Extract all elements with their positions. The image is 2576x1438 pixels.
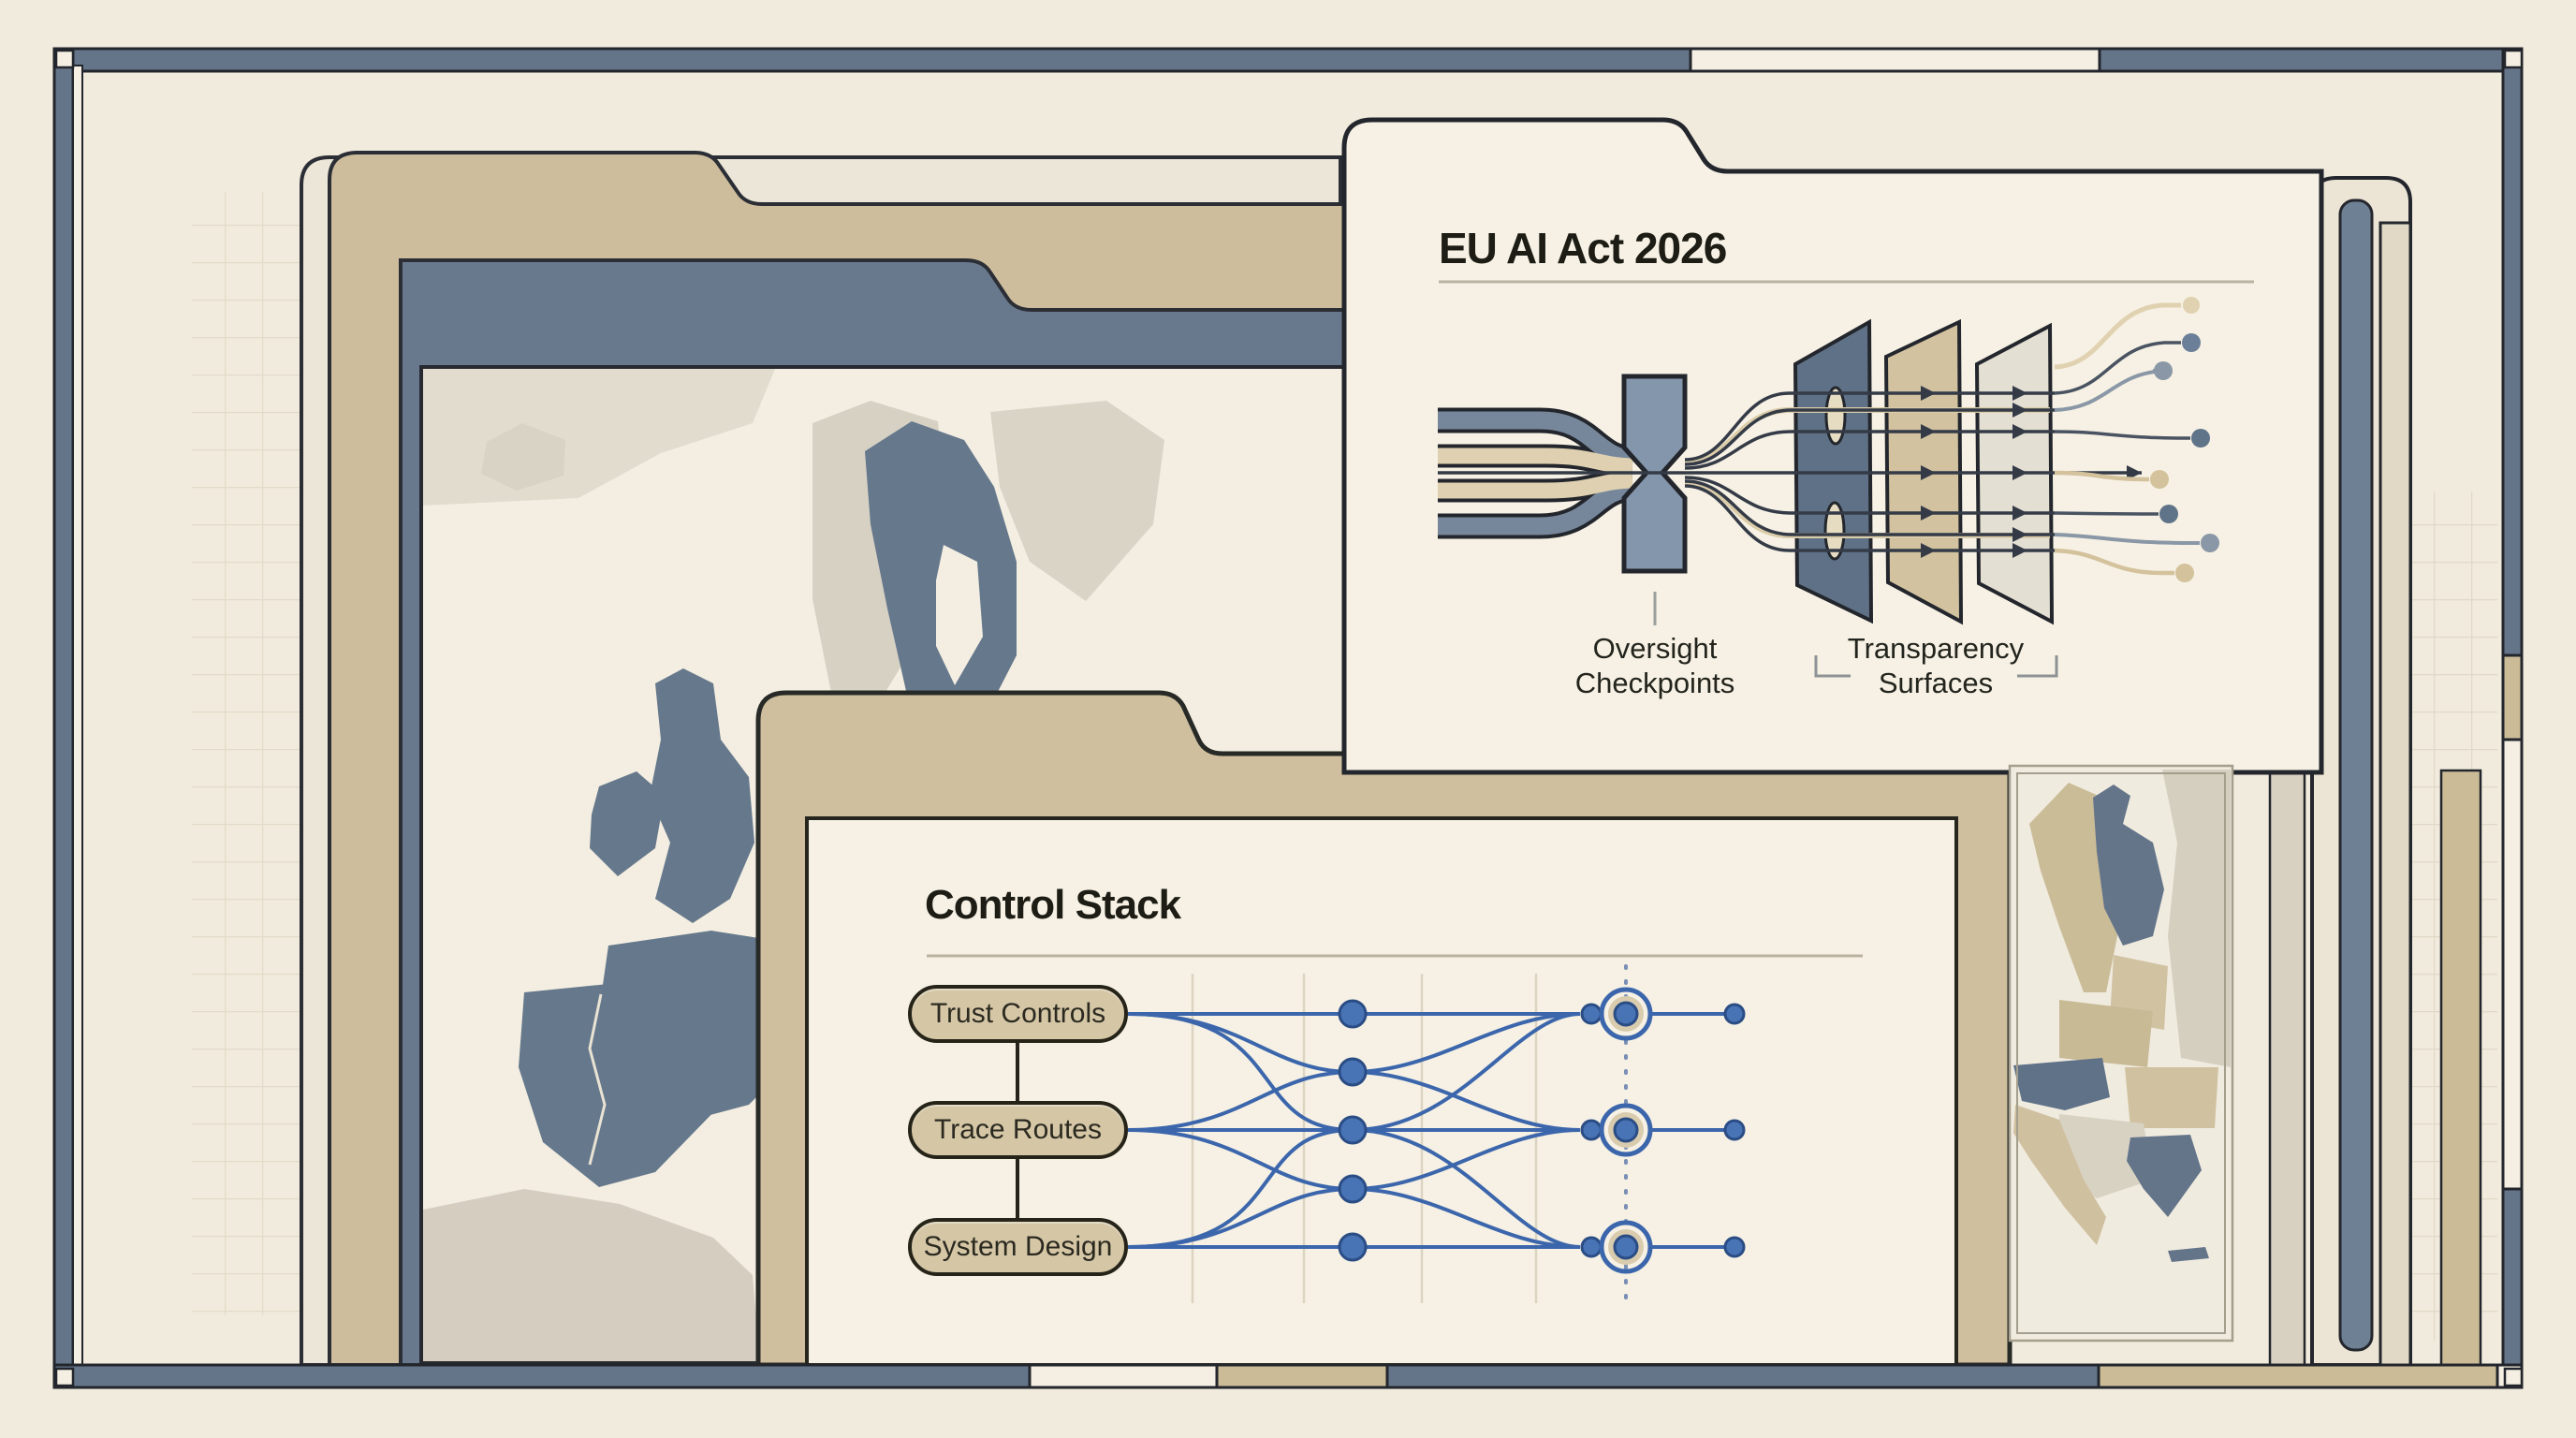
map2-balkans-shade [2059,1114,2153,1198]
pill-system-design: System Design [908,1218,1128,1276]
frame-right-slate-top [2501,47,2524,657]
frame-left-bar [52,47,75,1389]
frame-bottom-tan-right [2097,1363,2499,1389]
frame-bottom-white [1028,1363,1219,1389]
map2-italy [2013,1105,2106,1245]
map2-finland [2093,785,2164,946]
control-stack-title: Control Stack [925,882,1181,928]
hidden-layer-nodes [1338,999,1746,1262]
map2-russia-shade [2162,770,2231,1067]
pill-trace-routes: Trace Routes [908,1101,1128,1159]
outer-frame [52,47,2524,1389]
frame-right-white [2501,738,2524,1191]
strip-tan [2439,769,2482,1367]
frame-top-white-seg [1689,47,2101,73]
frame-corner-squares [54,49,2524,1387]
strip-greige [2268,769,2306,1367]
map2-austria-hungary [2013,1058,2110,1110]
map-iberia [519,983,745,1187]
pill-trust-controls-label: Trust Controls [929,998,1106,1029]
arrowheads [1921,386,2142,558]
map2-romania [2125,1067,2218,1128]
frame-bottom-tan-left [1215,1363,1389,1389]
flow-pipes [1438,407,1634,539]
panel-lens-top [1824,386,1847,446]
sheet-slate-bar [2338,198,2374,1352]
map2-poland [2059,1000,2153,1067]
map-bothnia-sea [936,545,983,685]
map-uk [650,668,754,923]
frame-right-slate-bottom [2501,1187,2524,1389]
checkpoint-target-nodes [1599,987,1653,1274]
oversight-label-line1: Oversight [1592,632,1718,665]
transparency-label-line1: Transparency [1847,632,2025,665]
trace-dots [2150,297,2219,582]
map2-crete [2168,1247,2209,1262]
frame-left-sliver [72,65,83,1366]
label-brackets [1814,655,2058,678]
map-finland-shade [990,401,1164,601]
panel-lens-bottom [1823,501,1846,561]
map2-scandinavia-tan [2029,783,2117,992]
flow-arrows [1438,386,2142,558]
frame-right-tan [2501,653,2524,741]
oversight-label-line2: Checkpoints [1574,667,1735,699]
eu-panel [1341,117,2324,775]
oversight-checkpoints-label: Oversight Checkpoints [1505,631,1805,700]
map-north-africa [423,1189,760,1361]
right-edge-sheets [2268,176,2482,1367]
transparency-label-line2: Surfaces [1878,667,1994,699]
map-portugal-border [588,993,607,1166]
map-ireland [590,771,665,876]
pill-trace-routes-label: Trace Routes [934,1114,1102,1145]
eu-panel-title: EU AI Act 2026 [1439,224,1727,272]
map-iceland [481,423,565,491]
balkan-map-panel [2008,764,2234,1343]
transparency-surfaces-label: Transparency Surfaces [1786,631,2086,700]
pill-system-design-label: System Design [923,1231,1113,1262]
sheet-inner [2378,221,2412,1367]
map2-greece [2127,1135,2202,1217]
pill-trust-controls: Trust Controls [908,985,1128,1043]
frame-top-left-seg [52,47,1692,73]
frame-top-right-seg [2098,47,2524,73]
circuit-traces [2054,297,2219,582]
frame-bottom-slate-left [52,1363,1032,1389]
frame-bottom-slate-mid [1385,1363,2100,1389]
